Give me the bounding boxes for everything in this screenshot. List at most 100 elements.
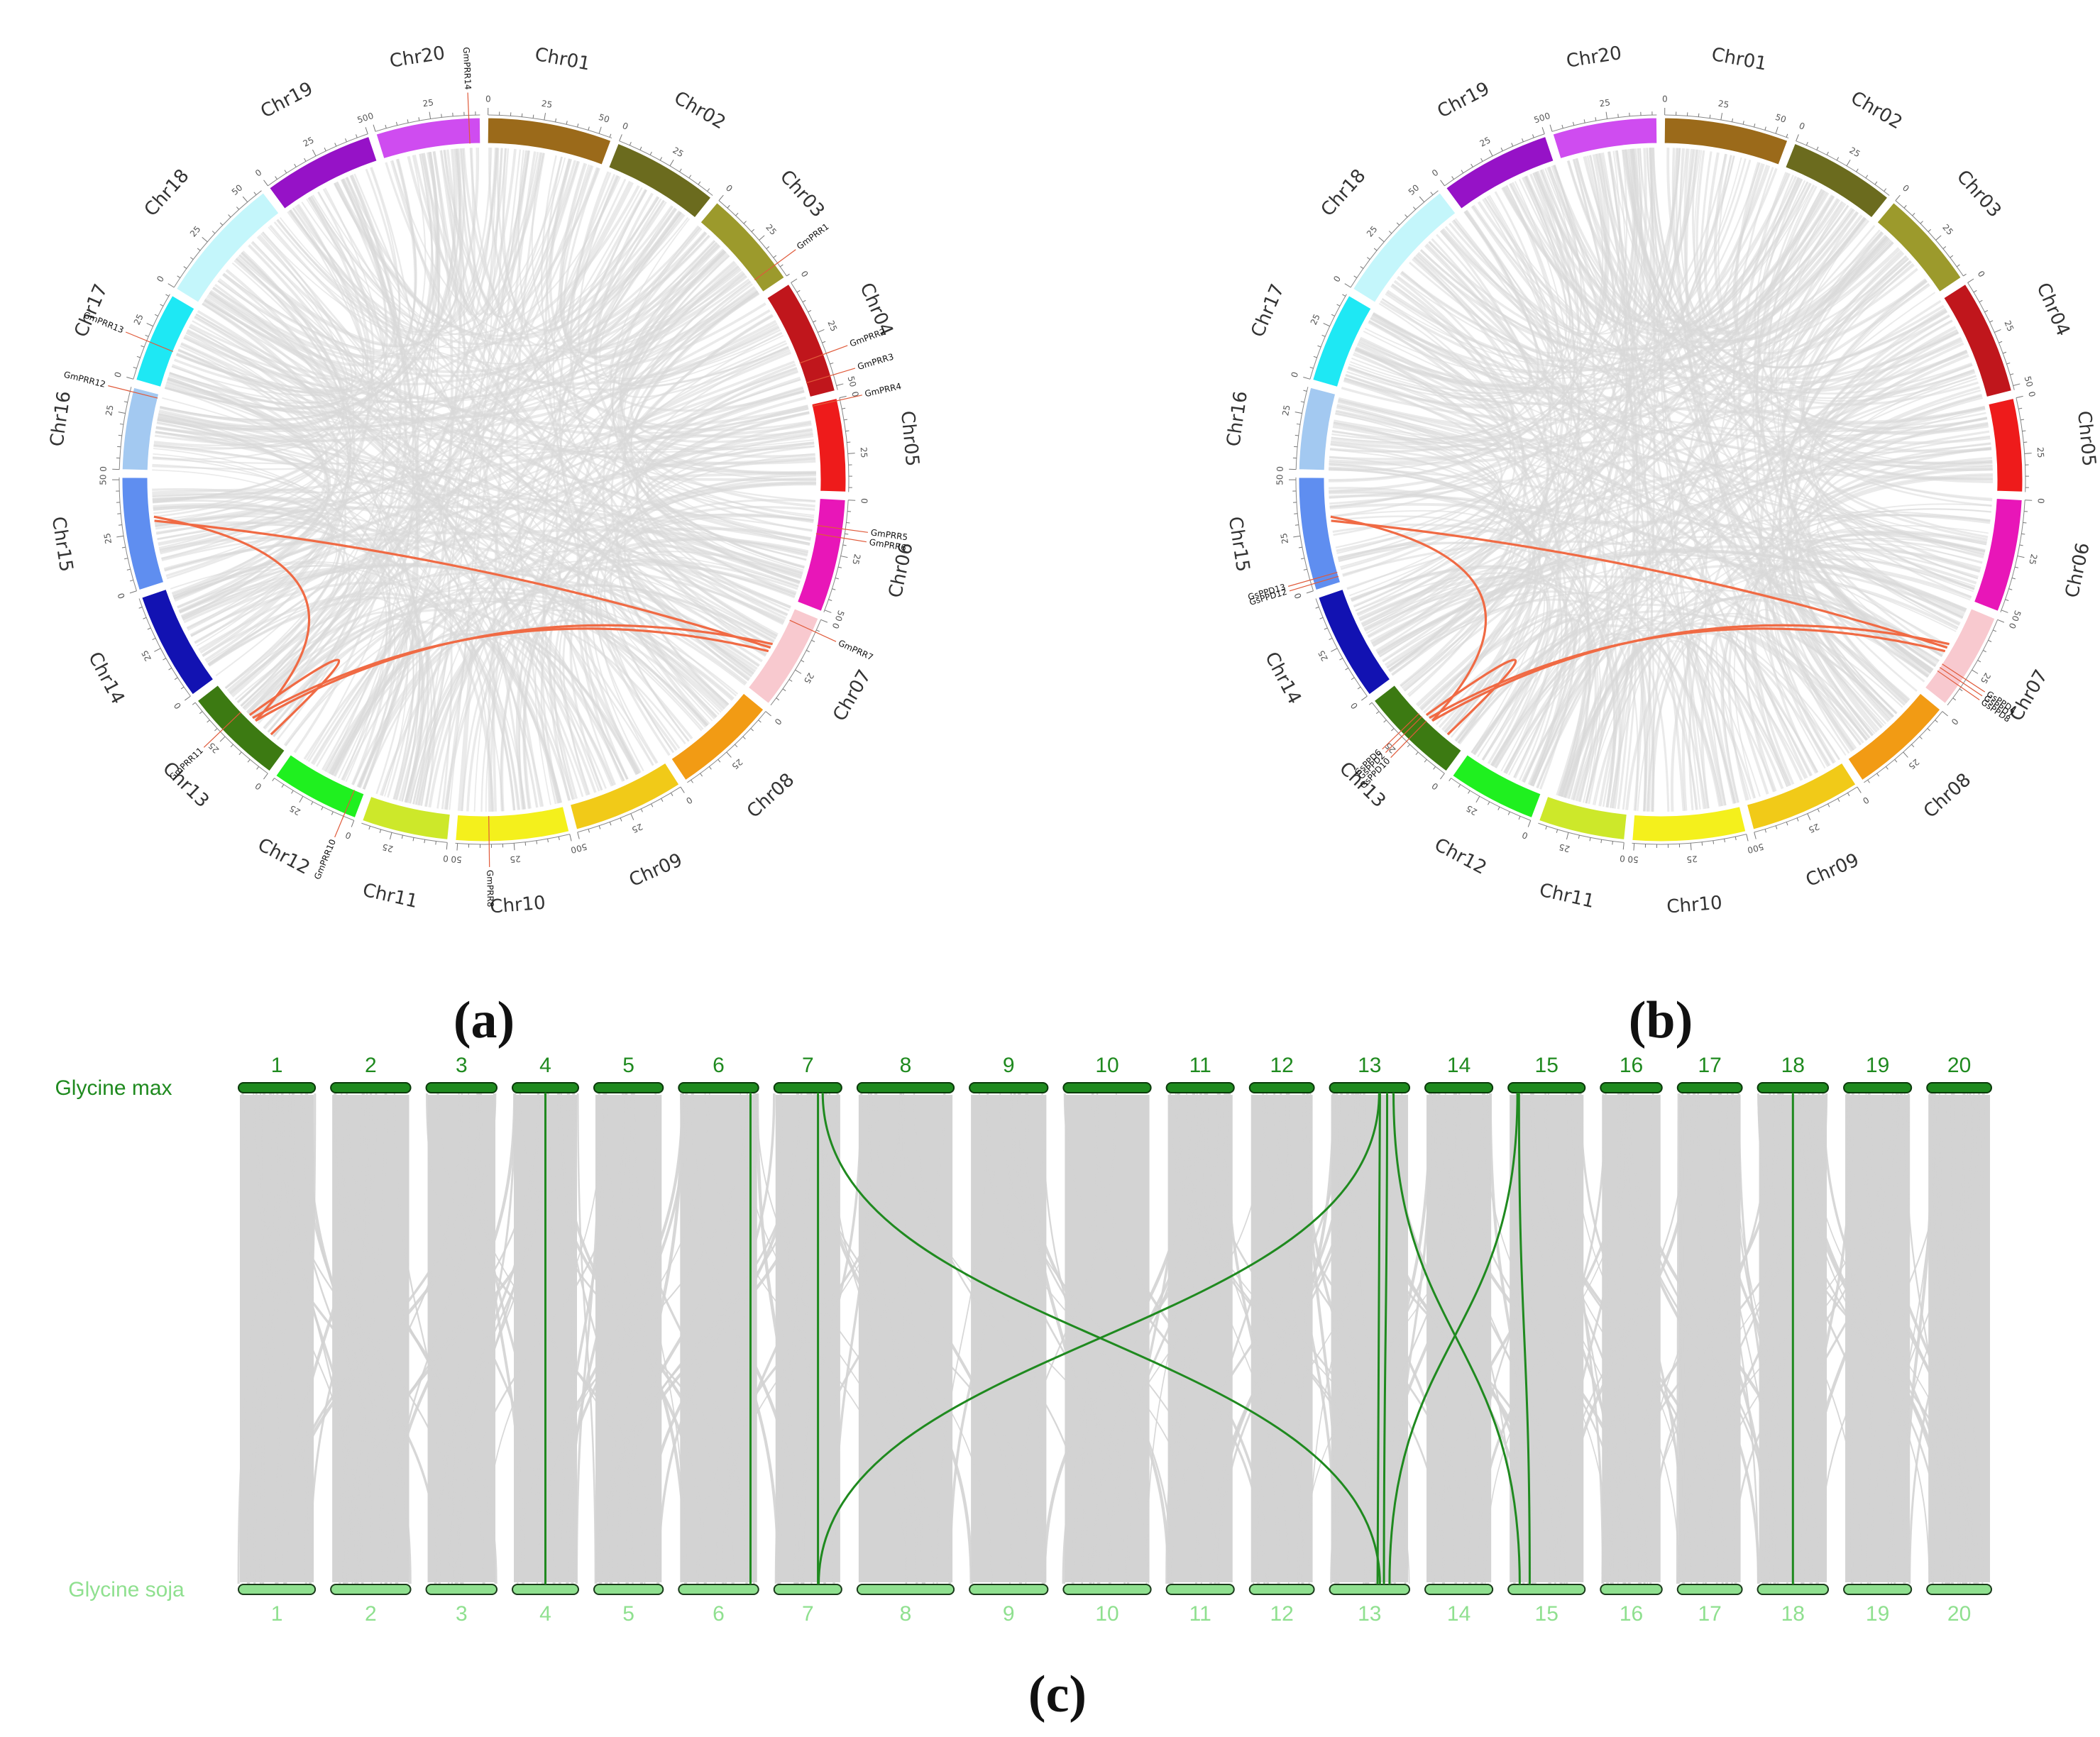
tick-mark: [1440, 180, 1445, 187]
chromosome-scale: [375, 114, 480, 132]
highlight-link: [153, 515, 311, 722]
background-links: [1328, 148, 1994, 812]
chromosome-scale: [1451, 778, 1531, 821]
tick-mark: [1786, 822, 1788, 826]
tick-mark: [1993, 629, 1997, 632]
tick-mark: [168, 668, 172, 671]
tick-mark: [281, 784, 285, 788]
tick-mark: [147, 627, 151, 630]
tick-mark: [1293, 535, 1301, 538]
chromosome-scale: [1538, 822, 1625, 843]
tick-mark: [842, 407, 846, 409]
gene-label: GmPRR1: [795, 221, 831, 251]
chromosome-bar-bottom: [678, 1584, 759, 1595]
synteny-link-background: [1627, 1093, 1779, 1584]
tick-mark: [1317, 345, 1321, 348]
synteny-link-background: [902, 1093, 908, 1584]
tick-mark: [1545, 826, 1547, 830]
background-link: [293, 175, 407, 754]
tick-label: 50: [1627, 854, 1639, 865]
tick-mark: [1605, 111, 1608, 119]
synteny-link-background: [577, 1093, 597, 1584]
chromosome-label: Chr17: [1247, 281, 1289, 341]
chromosome-label: Chr20: [388, 43, 446, 72]
tick-mark: [1294, 434, 1299, 436]
background-link: [1710, 632, 1819, 804]
tick-mark: [2018, 407, 2023, 409]
tick-mark: [2013, 383, 2021, 386]
background-link: [531, 152, 783, 380]
tick-label: 0: [253, 167, 263, 179]
chromosome-label: Chr14: [84, 649, 128, 707]
tick-mark: [1754, 123, 1756, 128]
background-link: [155, 324, 779, 443]
chromosome-label: Chr11: [361, 880, 419, 913]
tick-label: 0: [684, 795, 694, 806]
chromosome-scale: [488, 114, 612, 139]
synteny-link-background: [291, 1093, 387, 1584]
background-link: [237, 367, 798, 704]
tick-mark: [1294, 524, 1299, 526]
background-link: [622, 291, 768, 656]
chromosome-label: Chr02: [1847, 87, 1906, 133]
background-link: [160, 148, 461, 421]
tick-mark: [1874, 181, 1878, 185]
synteny-link-background: [1081, 1093, 1099, 1584]
chromosome-number-top: 1: [271, 1054, 283, 1077]
tick-label: 25: [1807, 822, 1821, 835]
panel-label-b: (b): [1629, 991, 1693, 1049]
gene-marker-line: [1385, 716, 1422, 754]
background-link: [187, 211, 682, 632]
synteny-link-background: [1531, 1093, 1626, 1584]
background-link: [1360, 336, 1943, 657]
tick-label: 25: [1558, 842, 1571, 854]
synteny-link-background: [1764, 1093, 1910, 1584]
synteny-link-background: [796, 1093, 863, 1584]
chromosome-segment-chr09: [1746, 762, 1857, 830]
tick-mark: [727, 205, 730, 209]
tick-mark: [1353, 275, 1358, 279]
background-link: [273, 151, 539, 336]
tick-mark: [718, 194, 724, 202]
tick-mark: [219, 736, 226, 742]
tick-mark: [2024, 453, 2032, 454]
highlight-link: [1425, 658, 1517, 736]
background-link: [167, 377, 330, 612]
tick-mark: [1950, 255, 1954, 258]
chromosome-label: Chr01: [533, 44, 592, 75]
tick-mark: [1895, 194, 1901, 202]
synteny-link-highlight: [1392, 1092, 1521, 1585]
tick-label: 0: [1662, 94, 1668, 104]
chromosome-scale: [1967, 282, 2015, 390]
tick-mark: [726, 751, 732, 758]
synteny-link-background: [575, 1093, 600, 1584]
background-link: [445, 150, 530, 810]
background-link: [153, 504, 703, 732]
tick-mark: [801, 660, 805, 663]
background-link: [1372, 276, 1524, 647]
synteny-link-background: [634, 1093, 686, 1584]
panel-label-c: (c): [1028, 1665, 1087, 1724]
chromosome-segment-chr19: [269, 136, 378, 209]
tick-mark: [651, 803, 654, 807]
tick-label: 50: [846, 375, 858, 388]
chromosome-number-bottom: 19: [1866, 1602, 1889, 1626]
chromosome-scale: [1295, 387, 1309, 470]
synteny-link-background: [253, 1093, 279, 1584]
tick-mark: [2017, 556, 2025, 558]
synteny-link-background: [1169, 1093, 1231, 1584]
synteny-link-background: [1126, 1093, 1180, 1584]
background-link: [446, 148, 503, 316]
background-link: [1431, 238, 1647, 812]
chromosome-label: Chr16: [1223, 390, 1252, 448]
chromosome-scale: [361, 822, 448, 843]
background-link: [1529, 173, 1725, 806]
tick-mark: [816, 629, 820, 632]
tick-mark: [735, 744, 738, 748]
tick-label: 25: [1279, 532, 1290, 544]
tick-label: 0: [442, 853, 449, 864]
background-link: [428, 411, 810, 807]
chromosome-bar-bottom: [1926, 1584, 1992, 1595]
tick-mark: [691, 779, 693, 783]
